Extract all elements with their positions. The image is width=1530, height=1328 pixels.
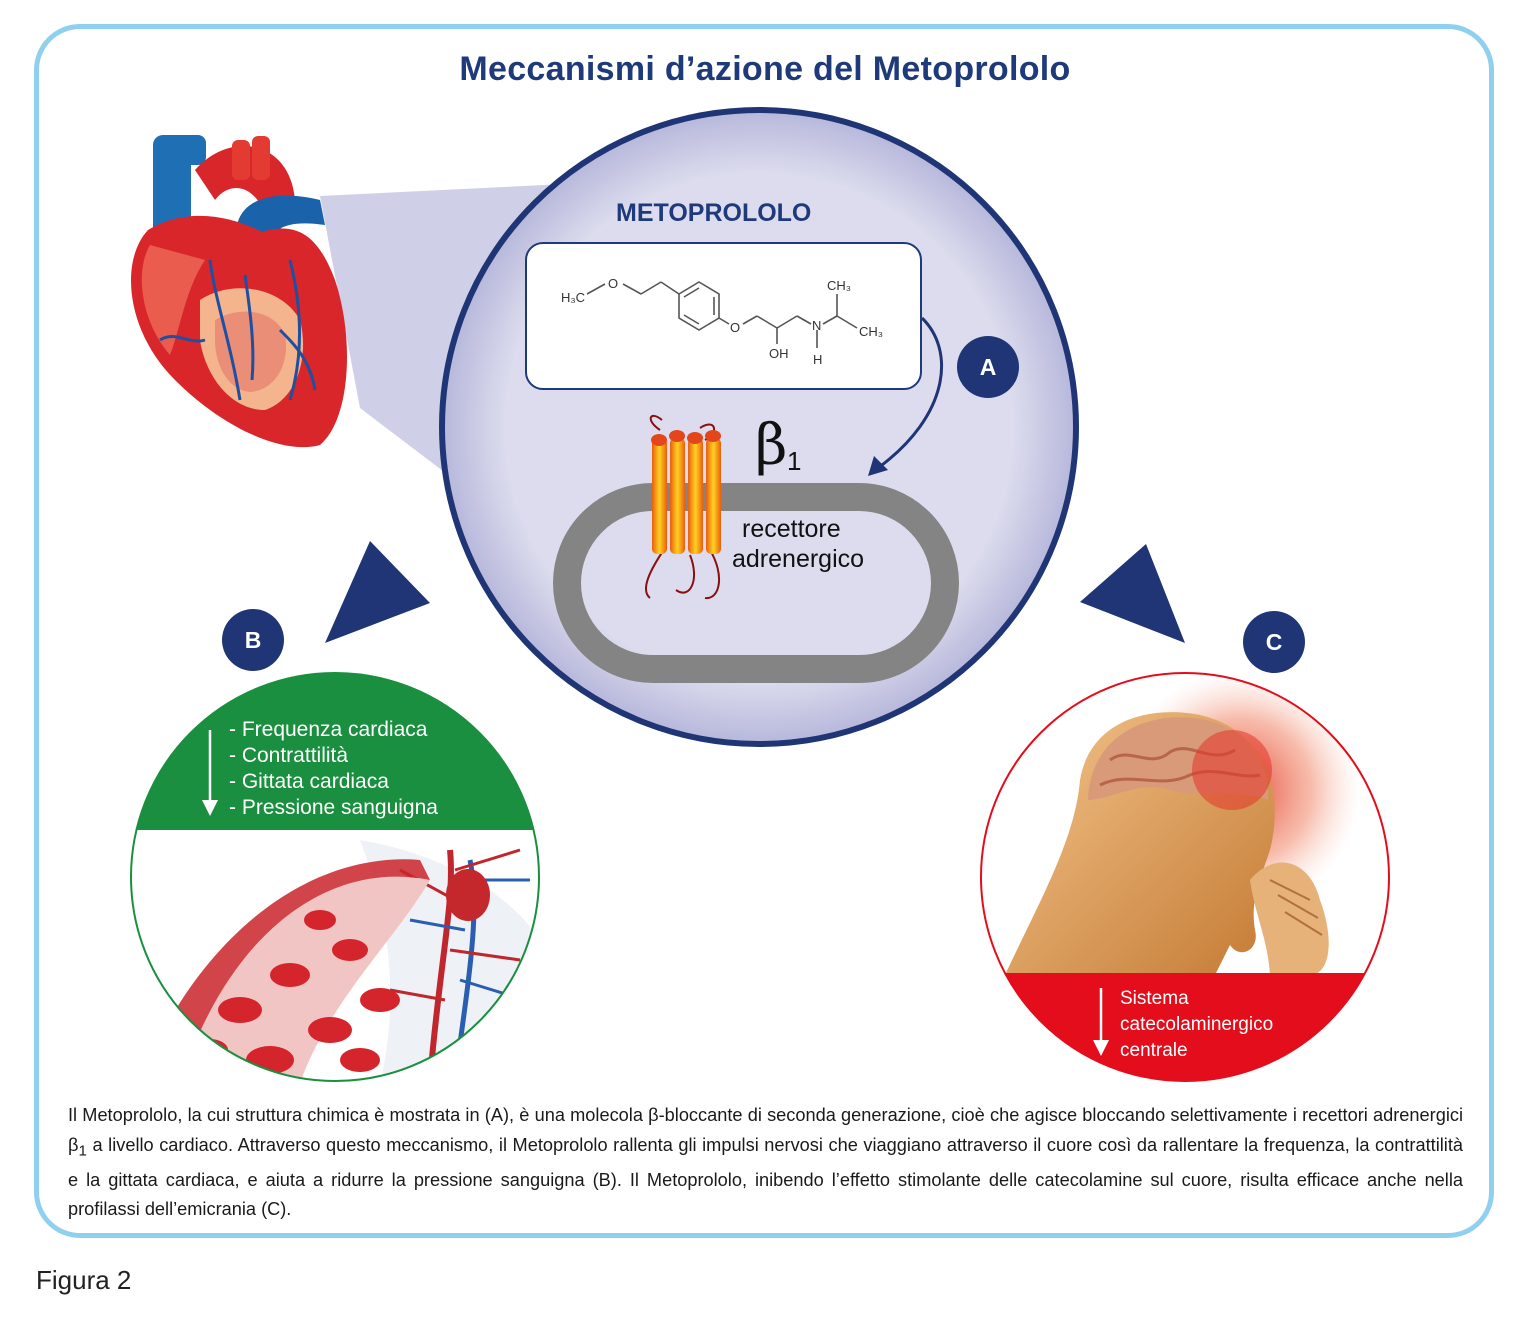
atom-ch3-right: CH₃ [859, 324, 883, 339]
beta-symbol: β [755, 413, 788, 478]
beta-subscript: 1 [787, 446, 802, 476]
atom-o-ether: O [608, 276, 618, 291]
figure-label: Figura 2 [36, 1265, 132, 1295]
atom-o-phenoxy: O [730, 320, 740, 335]
chemical-structure-box: H₃C O O OH N H CH₃ CH₃ [525, 242, 922, 390]
heart-icon [131, 135, 347, 448]
arrowhead-to-b [325, 541, 430, 643]
drug-name: METOPROLOLO [616, 199, 812, 227]
effect-item: centrale [1120, 1040, 1188, 1061]
receptor-label-line2: adrenergico [732, 545, 865, 573]
arrowhead-to-c [1080, 544, 1185, 643]
arrow-to-receptor [877, 316, 944, 470]
panel-b-effects-list: - Frequenza cardiaca - Contrattilità - G… [229, 717, 438, 821]
caption-subscript: 1 [78, 1142, 87, 1160]
atom-h: H [813, 352, 822, 367]
arrow-to-receptor-head [868, 456, 888, 476]
atom-oh: OH [769, 346, 789, 361]
panel-b-circle [130, 672, 540, 1082]
atom-h3c: H₃C [561, 290, 585, 305]
atom-n: N [812, 318, 821, 333]
badge-a: A [957, 336, 1019, 398]
figure-frame [34, 24, 1494, 1238]
caption-part2: a livello cardiaco. Attraverso questo me… [68, 1134, 1463, 1220]
panel-c-effects-list: Sistema catecolaminergico centrale [1120, 986, 1273, 1064]
effect-item: - Frequenza cardiaca [229, 718, 428, 741]
effect-item: - Contrattilità [229, 744, 349, 767]
panel-c-circle [980, 672, 1390, 1082]
effect-item: catecolaminergico [1120, 1014, 1274, 1035]
effect-item: - Pressione sanguigna [229, 796, 438, 819]
atom-ch3-top: CH₃ [827, 278, 851, 293]
figure-title: Meccanismi d’azione del Metoprololo [459, 50, 1071, 88]
chemical-structure: H₃C O O OH N H CH₃ CH₃ [561, 276, 883, 367]
figure-caption: Il Metoprololo, la cui struttura chimica… [68, 1101, 1463, 1225]
down-arrow-b-head [202, 800, 218, 816]
cell-membrane [553, 483, 959, 683]
beta1-receptor-icon [645, 414, 721, 600]
badge-c: C [1243, 611, 1305, 673]
headache-illustration [981, 673, 1389, 1081]
down-arrow-c-head [1093, 1040, 1109, 1056]
badge-b: B [222, 609, 284, 671]
effect-item: Sistema [1120, 988, 1189, 1009]
effect-item: - Gittata cardiaca [229, 770, 389, 793]
receptor-label-line1: recettore [742, 515, 841, 543]
caption-part1: Il Metoprololo, la cui struttura chimica… [68, 1105, 1463, 1155]
